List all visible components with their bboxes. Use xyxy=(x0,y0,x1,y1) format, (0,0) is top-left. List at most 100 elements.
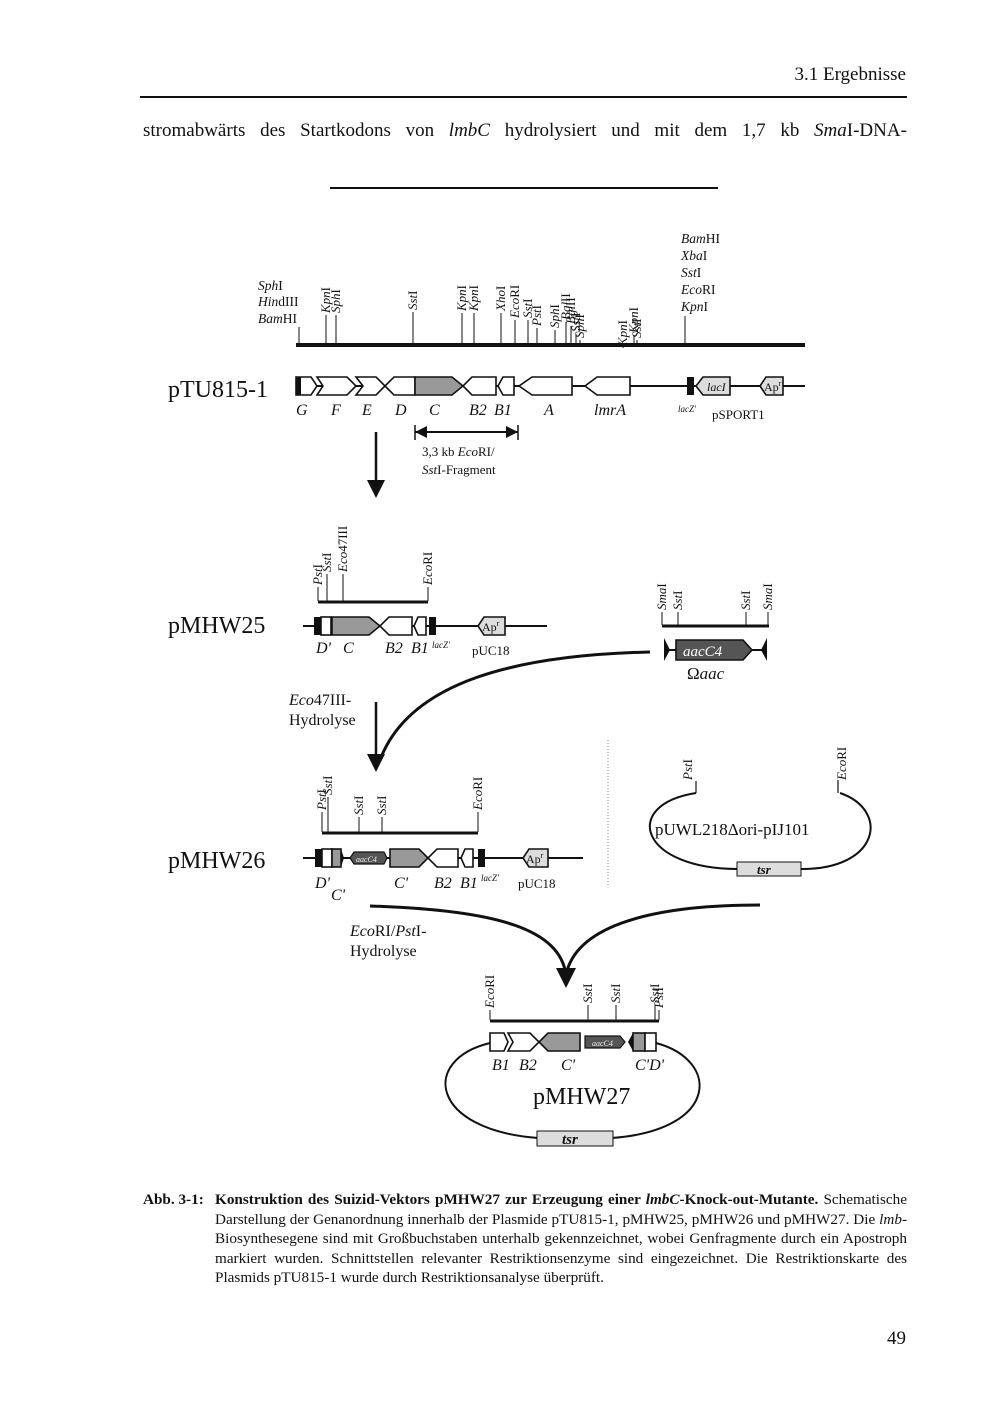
site-label: KpnI xyxy=(626,307,641,334)
step-label: Hydrolyse xyxy=(289,712,356,729)
svg-text:pUC18: pUC18 xyxy=(472,643,510,658)
site-label: XhoI xyxy=(493,286,508,312)
body-word: kb xyxy=(780,120,800,141)
step-label: Hydrolyse xyxy=(350,943,417,960)
svg-text:pUC18: pUC18 xyxy=(518,876,556,891)
site-label: PstI xyxy=(310,564,325,586)
site-label: SphI xyxy=(572,314,587,338)
site-label: SstI xyxy=(374,795,389,815)
body-word: des xyxy=(260,120,286,141)
arrowhead-icon xyxy=(367,754,385,772)
fragment-label: SstI-Fragment xyxy=(422,462,496,477)
svg-text:lacI: lacI xyxy=(707,380,727,394)
site-label: SstI xyxy=(319,552,334,572)
svg-text:C: C xyxy=(343,640,354,657)
svg-text:B2: B2 xyxy=(434,875,452,892)
svg-text:B1: B1 xyxy=(411,640,429,657)
site-label: PstI xyxy=(314,789,329,811)
site-label: EcoRI xyxy=(420,552,435,586)
running-header: 3.1 Ergebnisse xyxy=(794,64,906,85)
fragment-bracket xyxy=(414,425,519,440)
arrowhead-icon xyxy=(367,480,385,498)
svg-text:C'D': C'D' xyxy=(635,1057,665,1074)
site-label: SstI xyxy=(405,290,420,310)
site-label: SstI xyxy=(681,265,702,280)
svg-text:B1: B1 xyxy=(460,875,478,892)
svg-text:D: D xyxy=(394,402,407,419)
body-word: mit xyxy=(654,120,680,141)
gene-labels: G F E D C B2 B1 A lmrA xyxy=(296,402,626,419)
figure-caption: Abb. 3-1: Konstruktion des Suizid-Vektor… xyxy=(143,1190,907,1288)
site-label: SstI xyxy=(608,983,623,1003)
svg-text:D': D' xyxy=(314,875,331,892)
body-word: und xyxy=(611,120,640,141)
svg-text:F: F xyxy=(330,402,341,419)
body-word: dem xyxy=(694,120,728,141)
svg-text:B1: B1 xyxy=(494,402,512,419)
svg-text:C: C xyxy=(429,402,440,419)
site-label: SmaI xyxy=(654,583,669,610)
cassette-name: Ωaac xyxy=(687,664,725,683)
svg-text:C': C' xyxy=(394,875,409,892)
svg-text:tsr: tsr xyxy=(562,1132,578,1148)
ptu815-restriction-map: SphI HindIII BamHI BamHI XbaI SstI EcoRI… xyxy=(257,231,805,348)
ptu815-gene-map: pTU815-1 lacI Apr G F E D xyxy=(168,376,805,477)
body-text-line: stromabwärts des Startkodons von lmbC hy… xyxy=(143,120,907,142)
step-label: EcoRI/PstI- xyxy=(349,923,426,940)
plasmid-name: pTU815-1 xyxy=(168,377,268,403)
caption-label: Abb. 3-1: xyxy=(143,1191,204,1208)
svg-text:G: G xyxy=(296,402,308,419)
site-label: BglII xyxy=(563,297,578,324)
site-label: SstI xyxy=(647,983,662,1003)
svg-text:lacZ': lacZ' xyxy=(432,640,451,650)
svg-text:lacZ': lacZ' xyxy=(678,404,697,414)
svg-text:C': C' xyxy=(561,1057,576,1074)
svg-text:aacC4: aacC4 xyxy=(683,644,723,660)
site-label: PstI xyxy=(680,759,695,781)
site-label: SstI xyxy=(580,983,595,1003)
puwl218-plasmid: PstI EcoRI pUWL218Δori-pIJ101 tsr xyxy=(649,747,872,877)
site-label: SmaI xyxy=(760,583,775,610)
site-label: SstI xyxy=(738,590,753,610)
svg-text:E: E xyxy=(361,402,372,419)
body-word: stromabwärts xyxy=(143,120,246,141)
site-label: SphI xyxy=(328,289,343,313)
svg-text:Apr: Apr xyxy=(526,851,544,866)
site-label: XbaI xyxy=(680,248,708,263)
fragment-label: 3,3 kb EcoRI/ xyxy=(422,444,495,459)
curved-arrow xyxy=(378,650,651,761)
body-word-enzyme: SmaI-DNA- xyxy=(814,120,907,141)
caption-title: Konstruktion des Suizid-Vektors pMHW27 z… xyxy=(215,1191,819,1208)
site-label: SphI xyxy=(547,304,562,328)
svg-text:D': D' xyxy=(315,640,332,657)
body-word: hydrolysiert xyxy=(504,120,597,141)
plasmid-name: pMHW25 xyxy=(168,613,265,639)
caption-text: Schematische Darstellung der Genanordnun… xyxy=(215,1191,907,1286)
site-label: KpnI xyxy=(466,285,481,312)
site-label: BamHI xyxy=(258,311,297,326)
page-number: 49 xyxy=(887,1328,906,1349)
svg-text:aacC4: aacC4 xyxy=(592,1039,613,1048)
plasmid-name: pMHW27 xyxy=(533,1084,630,1110)
curved-arrow xyxy=(369,904,568,976)
body-word: Startkodons xyxy=(300,120,391,141)
site-label: KpnI xyxy=(615,320,630,347)
site-label: KpnI xyxy=(318,287,333,314)
svg-text:B1: B1 xyxy=(492,1057,510,1074)
plasmid-name: pMHW26 xyxy=(168,848,265,874)
site-label: EcoRI xyxy=(680,282,716,297)
plasmid-name: pUWL218Δori-pIJ101 xyxy=(655,820,809,839)
site-label: SstI xyxy=(320,775,335,795)
curved-arrow xyxy=(564,903,761,976)
site-label: SstI xyxy=(670,590,685,610)
site-label: SstI xyxy=(351,795,366,815)
site-label: SstI xyxy=(629,318,644,338)
svg-text:A: A xyxy=(543,402,554,419)
body-word: von xyxy=(405,120,435,141)
svg-text:tsr: tsr xyxy=(757,862,772,877)
arrowhead-icon xyxy=(556,968,576,988)
site-label: KpnI xyxy=(454,285,469,312)
